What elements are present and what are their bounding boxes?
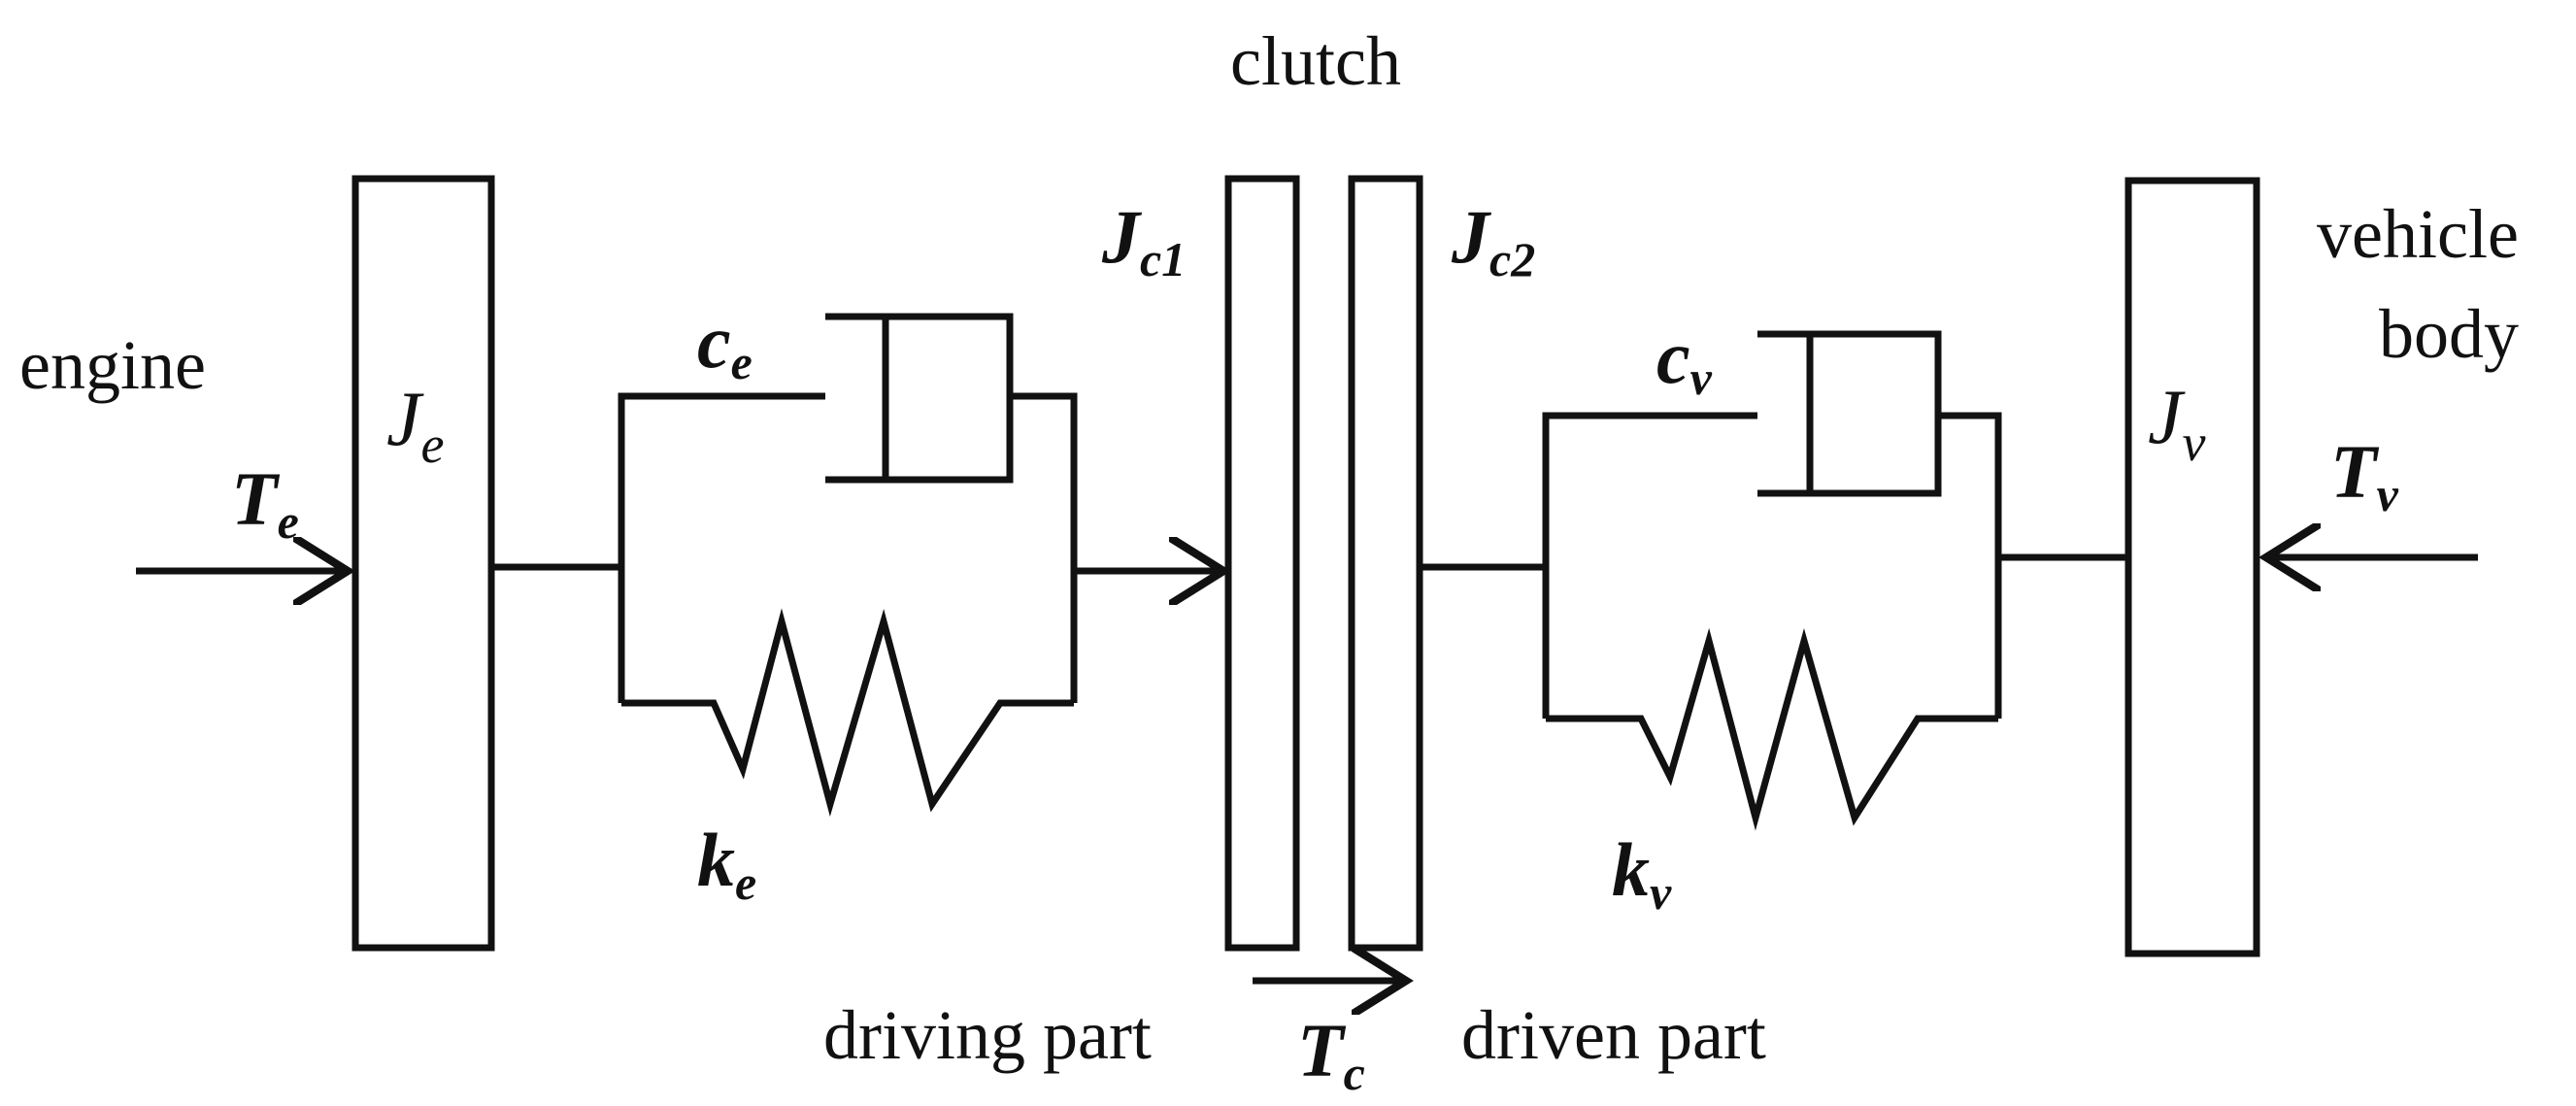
vehicle-inertia-block [2124,177,2260,957]
vehicle-torque-label: Tv [2330,429,2399,521]
engine-inertia-label: Je [386,377,444,474]
engine-inertia-block [351,175,495,952]
engine-spring [621,608,1074,818]
clutch-label: clutch [1230,22,1401,100]
engine-right-frame [1010,392,1078,703]
engine-label: engine [19,326,206,404]
clutch-driving-inertia-label: Jc1 [1101,194,1186,286]
vehicle-label-line2: body [2379,295,2519,373]
engine-damping-label: ce [697,299,753,389]
vehicle-spring-damper [1542,330,2002,831]
vehicle-damper-cylinder [1757,330,1942,497]
engine-spring-damper [618,313,1078,818]
engine-damper-cylinder [825,313,1014,484]
driving-part-label: driving part [823,996,1152,1074]
driven-part-label: driven part [1461,996,1766,1074]
clutch-torque-label: Tc [1297,1008,1365,1100]
vehicle-label-line1: vehicle [2317,195,2519,273]
vehicle-stiffness-label: kv [1612,827,1672,920]
clutch-driven-inertia-label: Jc2 [1451,194,1535,286]
engine-torque-label: Te [231,456,299,549]
vehicle-inertia-label: Jv [2148,375,2206,472]
vehicle-damping-label: cv [1656,315,1713,405]
engine-stiffness-label: ke [697,818,756,910]
vehicle-right-frame [1938,412,2002,719]
vehicle-spring [1546,627,1998,831]
engine-left-frame [618,392,825,703]
vehicle-left-frame [1542,412,1757,719]
clutch-driven-plate [1348,175,1423,952]
clutch-driving-plate [1224,175,1300,952]
